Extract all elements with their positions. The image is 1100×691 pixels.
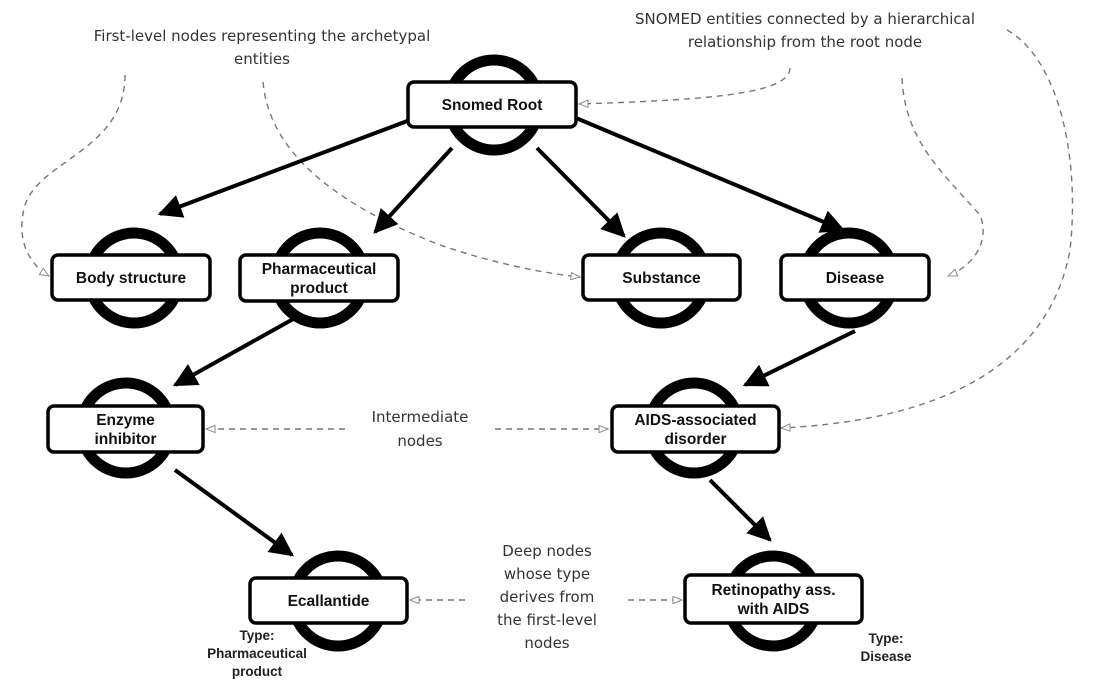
edge-enzyme_inhibitor-to-ecallantide bbox=[173, 468, 294, 557]
node-box bbox=[683, 573, 864, 625]
annotation-text-line: the first-level bbox=[497, 611, 597, 629]
annotation-text-line: whose type bbox=[504, 565, 590, 583]
annotation-intermediate: Intermediate nodes bbox=[372, 408, 469, 450]
annotation-text-line: derives from bbox=[500, 588, 595, 606]
node-pharmaceutical-product[interactable]: Pharmaceutical product bbox=[238, 227, 400, 329]
node-label: product bbox=[290, 280, 348, 297]
node-box bbox=[46, 404, 205, 454]
annotation-text-line: nodes bbox=[397, 432, 442, 450]
node-root[interactable]: Snomed Root bbox=[406, 54, 578, 156]
annotation-connectors bbox=[21, 29, 1074, 600]
annotation-text-line: relationship from the root node bbox=[688, 33, 922, 51]
annotation-connector-first-level-body-structure bbox=[21, 74, 126, 276]
node-label: Snomed Root bbox=[442, 97, 543, 114]
annotation-texts: First-level nodes representing the arche… bbox=[94, 10, 975, 652]
node-label: Substance bbox=[622, 270, 701, 287]
node-label: Body structure bbox=[76, 270, 187, 287]
annotation-text-line: Deep nodes bbox=[502, 542, 592, 560]
node-box bbox=[50, 253, 212, 302]
node-label: Pharmaceutical bbox=[262, 261, 377, 278]
hierarchy-edges bbox=[157, 116, 856, 557]
node-enzyme-inhibitor[interactable]: Enzyme inhibitor bbox=[46, 377, 205, 479]
annotation-text-line: nodes bbox=[524, 634, 569, 652]
node-body-structure[interactable]: Body structure bbox=[50, 227, 212, 329]
node-box bbox=[779, 253, 931, 302]
node-label: Enzyme bbox=[96, 412, 155, 429]
edge-aids_disorder-to-retinopathy bbox=[708, 478, 772, 542]
node-label: with AIDS bbox=[737, 601, 810, 618]
node-label: disorder bbox=[664, 431, 726, 448]
edge-root-to-disease bbox=[575, 116, 846, 233]
annotation-deep: Deep nodes whose type derives from the firs… bbox=[497, 542, 597, 652]
annotation-connector-hierarchical-aids-disorder bbox=[781, 29, 1074, 428]
node-retinopathy[interactable]: Retinopathy ass. with AIDS Type: Disease bbox=[683, 550, 912, 664]
node-label: Disease bbox=[826, 270, 885, 287]
node-label: Ecallantide bbox=[288, 593, 370, 610]
node-substance[interactable]: Substance bbox=[581, 227, 742, 329]
annotation-hierarchical: SNOMED entities connected by a hierarchi… bbox=[635, 10, 975, 51]
annotation-text-line: Intermediate bbox=[372, 408, 469, 426]
node-type-label: product bbox=[232, 664, 283, 679]
node-type-label: Disease bbox=[860, 649, 912, 664]
edge-root-to-pharmaceutical_product bbox=[373, 146, 454, 234]
node-box bbox=[581, 253, 742, 302]
node-type-label: Type: bbox=[239, 628, 274, 643]
edge-disease-to-aids_disorder bbox=[742, 329, 856, 387]
node-box bbox=[248, 576, 409, 625]
node-disease[interactable]: Disease bbox=[779, 227, 931, 329]
edge-pharmaceutical_product-to-enzyme_inhibitor bbox=[172, 316, 296, 387]
annotation-first-level: First-level nodes representing the arche… bbox=[94, 27, 431, 68]
node-label: inhibitor bbox=[95, 431, 157, 448]
node-box bbox=[610, 404, 781, 454]
node-type-label: Type: bbox=[868, 631, 903, 646]
node-type-label: Pharmaceutical bbox=[207, 646, 307, 661]
node-aids-disorder[interactable]: AIDS-associated disorder bbox=[610, 377, 781, 479]
node-box bbox=[238, 253, 400, 303]
annotation-text-line: entities bbox=[234, 50, 290, 68]
node-box bbox=[406, 80, 578, 129]
annotation-connector-hierarchical-disease bbox=[901, 77, 984, 277]
annotation-connector-first-level-substance bbox=[262, 81, 580, 277]
edge-root-to-body_structure bbox=[157, 118, 411, 218]
annotation-text-line: SNOMED entities connected by a hierarchi… bbox=[635, 10, 975, 28]
node-label: Retinopathy ass. bbox=[711, 582, 835, 599]
edge-root-to-substance bbox=[535, 146, 626, 238]
node-label: AIDS-associated bbox=[634, 412, 756, 429]
annotation-connector-hierarchical-root bbox=[579, 67, 791, 104]
annotation-text-line: First-level nodes representing the arche… bbox=[94, 27, 431, 45]
